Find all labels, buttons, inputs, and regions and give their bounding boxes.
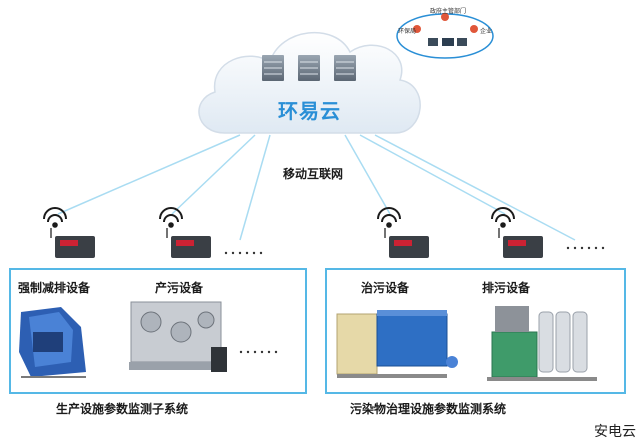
connection-line bbox=[57, 134, 241, 215]
connection-line bbox=[374, 134, 576, 241]
monitor-device bbox=[55, 236, 95, 258]
user-icon bbox=[413, 25, 421, 33]
network-label: 移动互联网 bbox=[283, 167, 344, 181]
monitor-device bbox=[171, 236, 211, 258]
users-group bbox=[396, 13, 494, 59]
users-left-label: 环保局 bbox=[398, 28, 417, 35]
wifi-icon bbox=[491, 207, 515, 228]
user-icon bbox=[441, 13, 449, 21]
connection-line bbox=[344, 134, 391, 215]
production-panel-title: 生产设施参数监测子系统 bbox=[56, 402, 189, 416]
device-display bbox=[394, 240, 412, 246]
wifi-icon bbox=[43, 207, 67, 228]
ellipsis-dots bbox=[239, 350, 278, 354]
monitor-icon bbox=[442, 38, 454, 46]
production-monitor-panel: 强制减排设备 产污设备 bbox=[9, 268, 307, 394]
device-display bbox=[176, 240, 194, 246]
cloud-shape bbox=[198, 31, 421, 134]
server-icon bbox=[298, 55, 320, 81]
equipment-label: 强制减排设备 bbox=[18, 281, 91, 295]
treatment-panel-title: 污染物治理设施参数监测系统 bbox=[350, 402, 507, 416]
server-icon bbox=[334, 55, 356, 81]
crusher-machine-icon bbox=[19, 307, 86, 378]
equipment-label: 排污设备 bbox=[482, 281, 531, 295]
belt-press-machine-icon bbox=[129, 301, 227, 372]
users-top-label: 政府主管部门 bbox=[430, 8, 467, 15]
ellipsis-dots bbox=[224, 246, 605, 255]
wifi-icon bbox=[377, 207, 401, 228]
equipment-label: 产污设备 bbox=[155, 281, 204, 295]
tablet-icon bbox=[457, 38, 467, 46]
tablet-icon bbox=[428, 38, 438, 46]
monitor-device bbox=[503, 236, 543, 258]
connection-line bbox=[171, 134, 256, 215]
connection-line bbox=[359, 134, 506, 215]
equipment-label: 治污设备 bbox=[361, 281, 410, 295]
cloud-label: 环易云 bbox=[278, 99, 341, 123]
server-icon bbox=[262, 55, 284, 81]
connection-line bbox=[239, 134, 271, 241]
wifi-devices bbox=[43, 207, 543, 258]
monitor-device bbox=[389, 236, 429, 258]
device-display bbox=[60, 240, 78, 246]
left-equipment-graphics bbox=[19, 301, 278, 378]
users-right-label: 企业 bbox=[480, 28, 493, 35]
wifi-icon bbox=[159, 207, 183, 228]
connection-lines bbox=[57, 134, 576, 241]
watermark: 安电云 bbox=[594, 424, 636, 440]
discharge-tank-icon bbox=[487, 306, 597, 381]
user-icon bbox=[470, 25, 478, 33]
device-display bbox=[508, 240, 526, 246]
server-icons bbox=[262, 55, 356, 81]
pollution-treatment-panel: 治污设备 排污设备 bbox=[325, 268, 626, 394]
right-equipment-graphics bbox=[336, 306, 597, 381]
treatment-tank-icon bbox=[336, 310, 458, 378]
